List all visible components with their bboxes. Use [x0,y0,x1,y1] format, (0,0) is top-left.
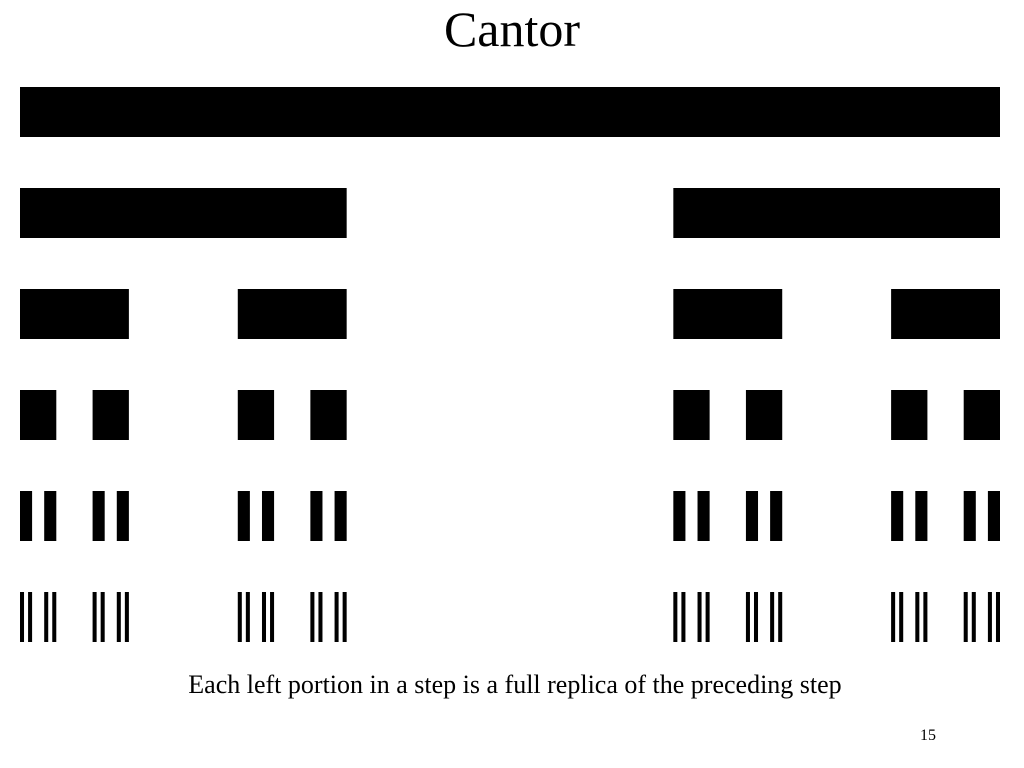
cantor-bar [52,592,57,642]
cantor-bar [334,592,339,642]
cantor-bar [342,592,347,642]
cantor-bar [705,592,710,642]
cantor-bar [963,491,976,541]
cantor-bar [20,390,57,440]
cantor-bar [697,491,710,541]
cantor-bar [20,592,25,642]
cantor-bar [915,491,928,541]
cantor-bar [770,491,783,541]
cantor-bar [237,592,242,642]
cantor-bar [915,592,920,642]
cantor-bar [20,188,347,238]
cantor-bar [673,188,1000,238]
cantor-bar [971,592,976,642]
cantor-bar [770,592,775,642]
cantor-bar [270,592,275,642]
cantor-bar [673,289,783,339]
cantor-bar [995,592,1000,642]
cantor-bar [753,592,759,642]
cantor-bar [44,491,57,541]
cantor-bar [237,491,250,541]
caption: Each left portion in a step is a full re… [188,670,842,699]
cantor-step-1 [20,188,1000,238]
cantor-bar [44,592,49,642]
cantor-bar [923,592,928,642]
cantor-bar [963,592,968,642]
cantor-bar [778,592,783,642]
cantor-bar [899,592,904,642]
cantor-bar [100,592,105,642]
cantor-bar [745,390,783,440]
cantor-bar [310,592,315,642]
cantor-bar [20,491,33,541]
cantor-step-4 [20,491,1000,541]
cantor-bar [697,592,702,642]
cantor-step-0 [20,87,1000,137]
cantor-bar [987,491,1000,541]
cantor-bar [987,592,992,642]
cantor-bar [891,491,904,541]
cantor-bar [891,592,896,642]
cantor-bar [673,390,710,440]
cantor-bar [261,491,275,541]
cantor-bar [20,289,129,339]
cantor-bar [245,592,250,642]
cantor-bar [92,592,97,642]
page-title: Cantor [443,1,581,57]
cantor-bar [963,390,1000,440]
cantor-bar [318,592,323,642]
cantor-bar [237,390,275,440]
page-number: 15 [920,727,936,744]
cantor-bar [92,390,129,440]
cantor-bar [116,592,121,642]
cantor-bar [681,592,686,642]
cantor-bar [334,491,347,541]
cantor-bar [261,592,267,642]
cantor-step-5 [20,592,1000,642]
cantor-bar [745,491,759,541]
cantor-bar [237,289,347,339]
cantor-bar [891,390,928,440]
cantor-bar [673,491,686,541]
cantor-bar [745,592,750,642]
cantor-bar [20,87,1000,137]
cantor-bar [310,491,323,541]
cantor-bar [673,592,678,642]
cantor-bar [92,491,105,541]
cantor-bar [28,592,33,642]
cantor-bar [116,491,129,541]
cantor-step-3 [20,390,1000,440]
cantor-step-2 [20,289,1000,339]
cantor-bar [124,592,129,642]
cantor-bar [310,390,347,440]
cantor-bar [891,289,1000,339]
